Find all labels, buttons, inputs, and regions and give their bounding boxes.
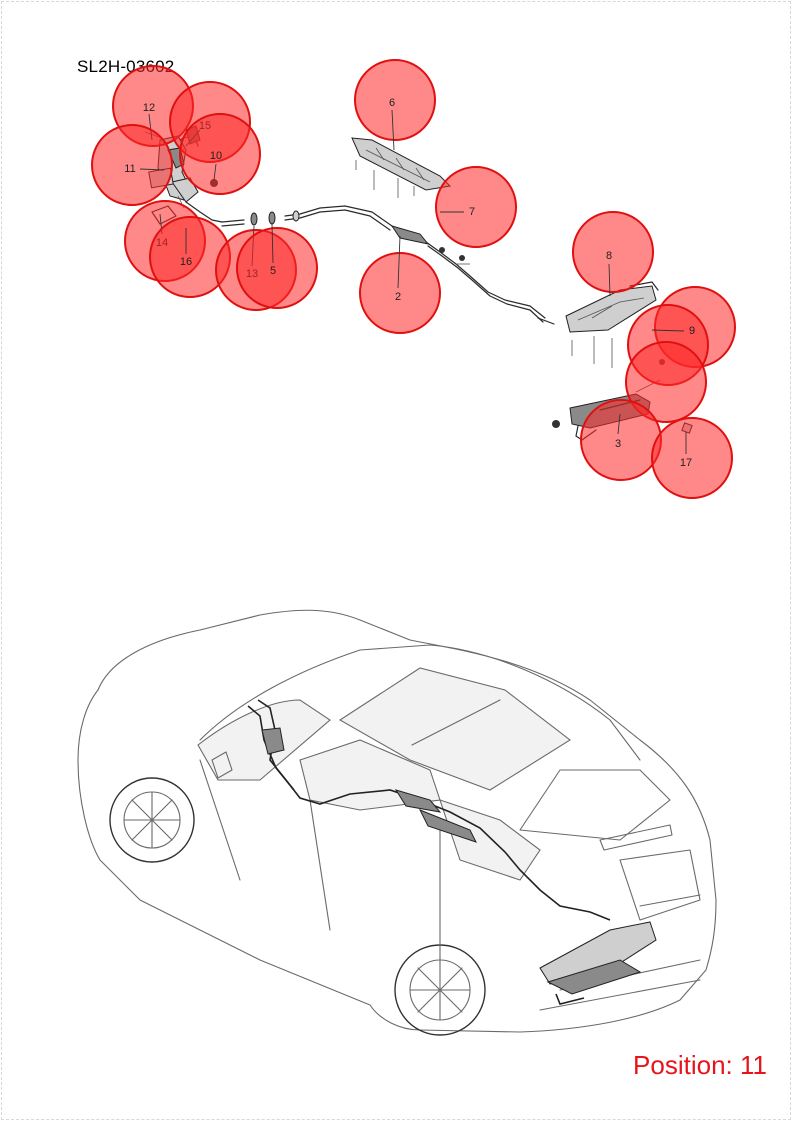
center-pipe-resonator [390,225,555,325]
callout-7[interactable]: 7 [435,166,517,248]
position-label: Position: [633,1050,733,1080]
exploded-exhaust-view: 12 15 10 11 14 16 13 [91,59,736,499]
callout-4[interactable] [625,341,707,423]
callout-6[interactable]: 6 [354,59,436,151]
installed-exhaust [247,699,657,1005]
position-value: 11 [740,1050,767,1080]
front-pipe [221,205,393,231]
callout-8[interactable]: 8 [572,211,654,297]
position-readout: Position: 11 [633,1050,767,1081]
callout-2[interactable]: 2 [359,235,441,334]
